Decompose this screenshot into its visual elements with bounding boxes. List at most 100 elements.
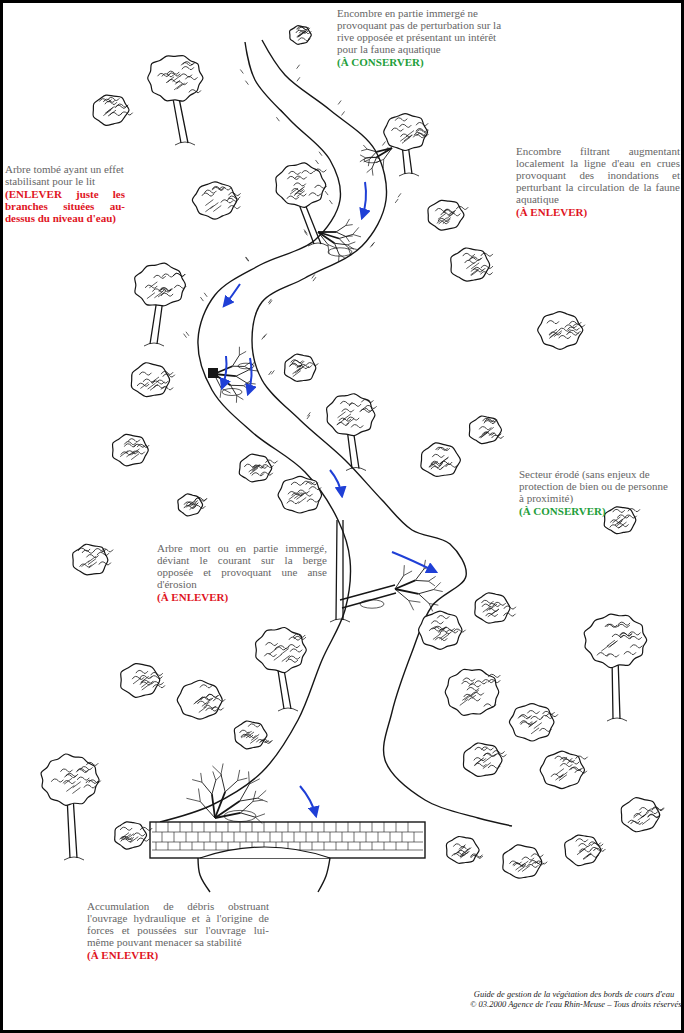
canopy-shade [460, 699, 468, 705]
canopy-shade [402, 137, 410, 143]
canopy-hatch [162, 274, 174, 277]
canopy-shade [282, 655, 290, 661]
canopy-hatch [431, 621, 443, 624]
right-bank [252, 40, 512, 826]
bridge-arch [200, 847, 330, 858]
tree-roots [399, 173, 419, 176]
canopy-shade [292, 368, 300, 374]
canopy-shade [130, 837, 138, 843]
tree-canopy [538, 312, 585, 350]
bridge-deck [150, 822, 425, 858]
canopy-hatch [576, 839, 588, 842]
canopy-hatch [488, 680, 500, 683]
canopy-hatch [288, 491, 300, 494]
canopy-shade [296, 493, 304, 499]
canopy-hatch [597, 653, 609, 656]
canopy-outline [290, 26, 312, 45]
canopy-hatch [78, 548, 90, 551]
tree-canopy [428, 200, 468, 230]
tree-roots [607, 718, 627, 721]
canopy-hatch [631, 821, 643, 824]
canopy-hatch [481, 747, 493, 750]
tree-canopy [135, 263, 187, 306]
tree-canopy [463, 743, 506, 776]
canopy-hatch [153, 685, 165, 688]
canopy-shade [583, 854, 591, 860]
branch [336, 226, 346, 232]
canopy-hatch [150, 676, 162, 679]
canopy-hatch [87, 555, 99, 558]
canopy-hatch [472, 692, 484, 695]
branch [415, 580, 428, 582]
canopy-hatch [488, 674, 500, 677]
canopy-shade [554, 331, 562, 337]
canopy-hatch [432, 454, 444, 457]
branch [236, 370, 249, 376]
tree-canopy [121, 664, 165, 698]
bridge-stone [384, 822, 390, 850]
current-arrow [222, 356, 227, 388]
canopy-shade [88, 559, 96, 565]
tree-roots [346, 468, 366, 471]
canopy-shade [108, 110, 116, 116]
canopy-shade [294, 493, 302, 499]
canopy-shade [641, 812, 649, 818]
canopy-shade [481, 432, 489, 438]
canopy-hatch [248, 724, 260, 727]
branch [404, 571, 412, 576]
canopy-hatch [309, 487, 321, 490]
grass-tick [276, 117, 279, 121]
branch [221, 763, 223, 774]
tree-canopy [445, 669, 500, 715]
branch [253, 791, 256, 802]
grass-tick [262, 335, 265, 339]
branch [215, 801, 240, 818]
grass-tick [264, 334, 267, 338]
canopy-shade [529, 721, 537, 727]
canopy-shade [189, 504, 197, 510]
canopy-hatch [194, 498, 206, 501]
branch [369, 152, 376, 160]
tree-canopy [255, 627, 306, 672]
canopy-hatch [212, 186, 224, 189]
canopy-hatch [438, 447, 450, 450]
canopy-hatch [607, 654, 619, 657]
canopy-shade [471, 263, 479, 269]
source-credit: Guide de gestion de la végétation des bo… [470, 990, 678, 999]
canopy-hatch [365, 405, 377, 408]
submerged-branches [360, 145, 392, 176]
branch [318, 231, 336, 233]
canopy-shade [195, 697, 203, 703]
branch [360, 155, 366, 158]
tree-canopy [446, 836, 482, 863]
canopy-shade [520, 861, 528, 867]
canopy-shade [166, 77, 174, 83]
canopy-hatch [153, 289, 165, 292]
canopy-hatch [628, 509, 640, 512]
branch [353, 227, 359, 234]
canopy-outline [421, 443, 461, 477]
canopy-hatch [159, 288, 171, 291]
canopy-hatch [200, 685, 212, 688]
canopy-hatch [539, 728, 551, 731]
canopy-shade [81, 561, 89, 567]
canopy-hatch [630, 645, 642, 648]
canopy-hatch [546, 714, 558, 717]
canopy-outline [93, 95, 129, 125]
canopy-hatch [181, 63, 193, 66]
canopy-hatch [453, 844, 465, 847]
canopy-shade [470, 269, 478, 275]
tree-canopy [384, 114, 429, 151]
canopy-shade [462, 694, 470, 700]
canopy-shade [297, 31, 305, 37]
canopy-hatch [361, 400, 373, 403]
canopy-hatch [185, 77, 197, 80]
canopy-shade [298, 497, 306, 503]
canopy-hatch [342, 409, 354, 412]
tree-canopy [469, 416, 503, 444]
canopy-shade [105, 108, 113, 114]
canopy-hatch [481, 272, 493, 275]
canopy-shade [199, 706, 207, 712]
canopy-shade [290, 188, 298, 194]
